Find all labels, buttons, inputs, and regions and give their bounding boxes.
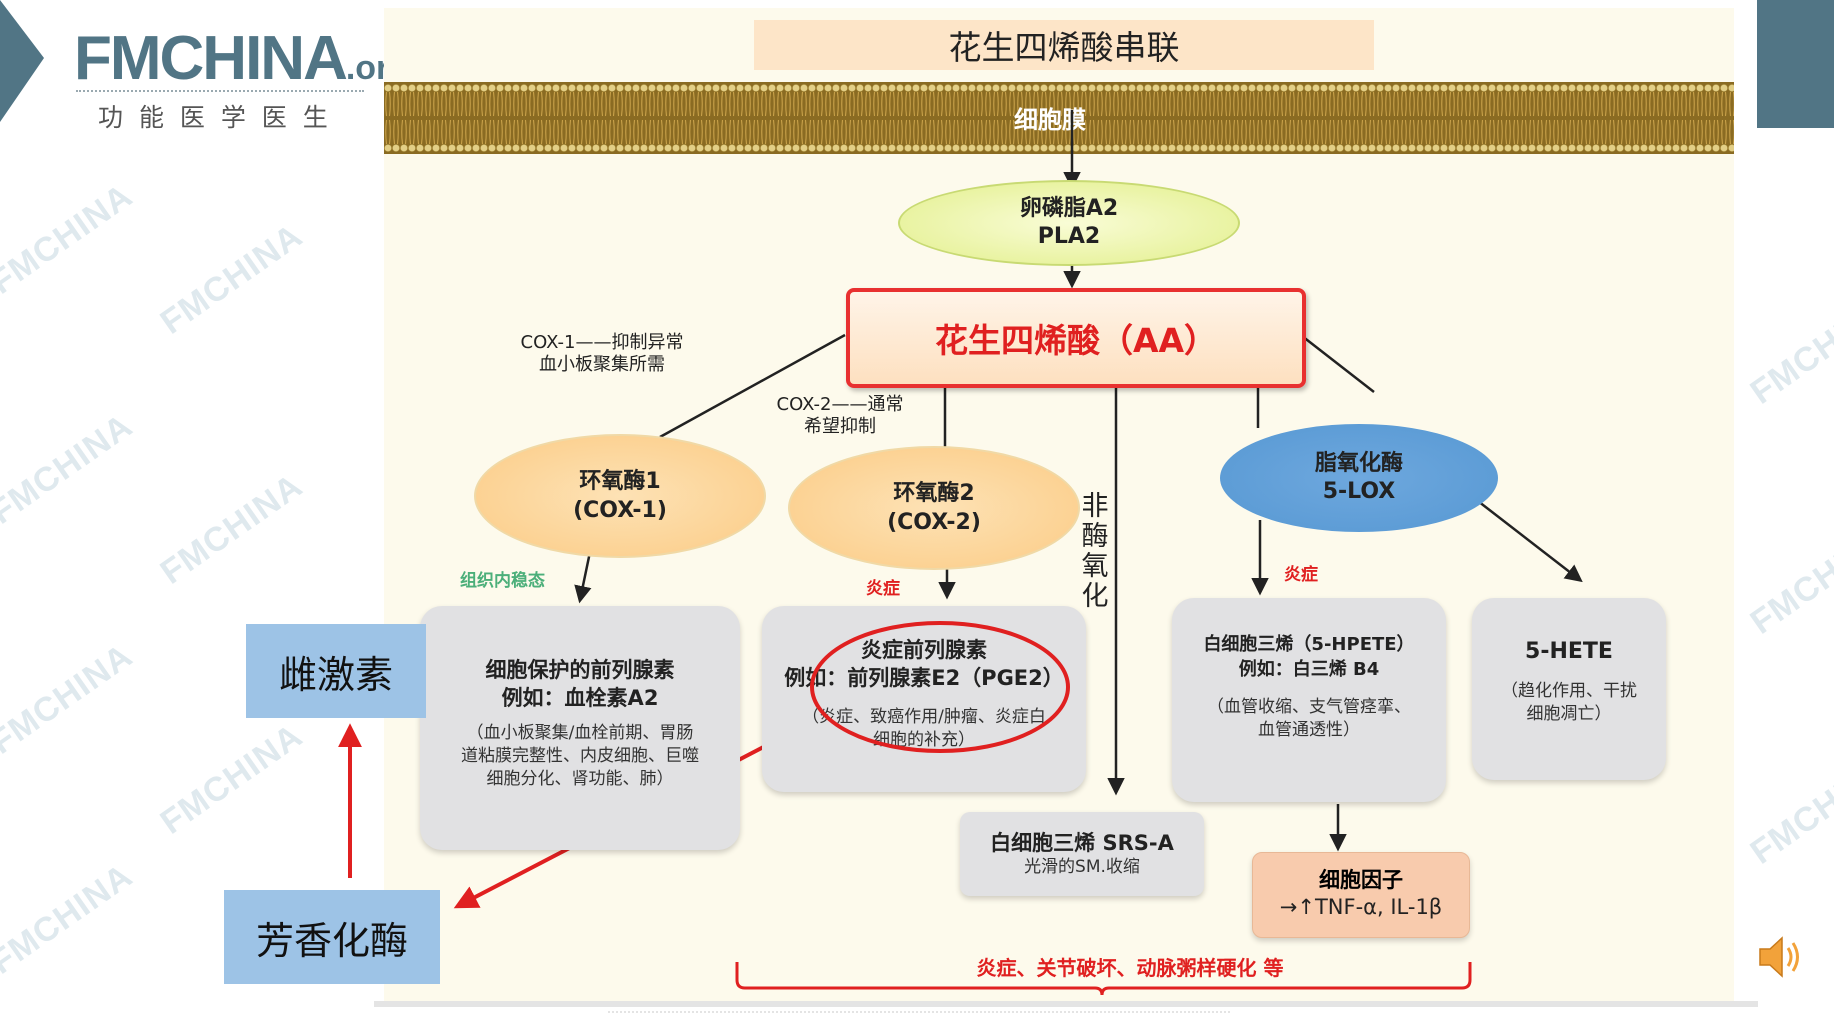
cox2-note-line1: COX-2——通常 [776,394,904,415]
leukotriene-title: 白细胞三烯（5-HPETE） [1203,634,1415,655]
pla2-node: 卵磷脂A2 PLA2 [898,180,1240,266]
cox2-note: COX-2——通常 希望抑制 [755,394,925,438]
inflammation-tag-lox: 炎症 [1284,565,1318,585]
inflammatory-example: 例如：前列腺素E2（PGE2） [784,666,1064,690]
diagram-title: 花生四烯酸串联 [754,20,1374,70]
bottom-caption: 炎症、关节破坏、动脉粥样硬化 等 [976,956,1284,980]
cox1-node: 环氧酶1 (COX-1) [474,434,766,558]
corner-tab-decoration [1757,0,1834,128]
lox-code: 5-LOX [1322,479,1396,504]
protective-detail-1: （血小板聚集/血栓前期、胃肠 [466,723,694,743]
cox2-note-line2: 希望抑制 [804,416,876,437]
inflammation-tag-cox2: 炎症 [866,579,900,599]
inflammatory-detail-2: 细胞的补充） [873,730,975,750]
logo-suffix: .or [345,49,390,87]
logo: FMCHINA.or 功 能 医 学 医 生 [74,26,394,136]
srsa-detail: 光滑的SM.收缩 [1024,857,1140,877]
srsa-box: 白细胞三烯 SRS-A 光滑的SM.收缩 [960,812,1204,896]
hete-title: 5-HETE [1525,639,1613,664]
leukotriene-example: 例如：白三烯 B4 [1238,659,1380,680]
srsa-title: 白细胞三烯 SRS-A [990,831,1174,855]
protective-example: 例如：血栓素A2 [501,686,659,710]
lox-label: 脂氧化酶 [1314,451,1403,476]
speaker-icon[interactable] [1756,934,1804,980]
non-enzymatic-label: 非酶氧化 [1081,491,1109,612]
cox1-note: COX-1——抑制异常 血小板聚集所需 [492,332,712,376]
cox2-label: 环氧酶2 [893,481,975,506]
logo-brand: FMCHINA.or [74,24,390,93]
cytokine-detail: →↑TNF-α, IL-1β [1279,895,1443,919]
pla2-code: PLA2 [1037,224,1101,249]
protective-detail-2: 道粘膜完整性、内皮细胞、巨噬 [461,746,699,766]
lox-node: 脂氧化酶 5-LOX [1220,424,1498,532]
hete-detail-2: 细胞凋亡） [1526,704,1612,724]
leukotriene-b4-box: 白细胞三烯（5-HPETE） 例如：白三烯 B4 （血管收缩、支气管痉挛、 血管… [1172,598,1446,802]
aromatase-label: 芳香化酶 [224,890,440,984]
logo-underline [76,90,364,92]
aa-node: 花生四烯酸（AA） [846,288,1306,388]
cytokine-box: 细胞因子 →↑TNF-α, IL-1β [1252,852,1470,938]
cox1-label: 环氧酶1 [579,469,661,494]
estrogen-label: 雌激素 [246,624,426,718]
pge2-highlight-circle [810,621,1070,753]
protective-title: 细胞保护的前列腺素 [485,658,675,682]
membrane-label: 细胞膜 [1014,106,1086,134]
homeostasis-tag: 组织内稳态 [460,571,545,591]
pla2-label: 卵磷脂A2 [1019,196,1119,221]
cox2-code: (COX-2) [887,510,981,535]
leukotriene-detail-1: （血管收缩、支气管痉挛、 [1207,697,1411,717]
cox1-note-line2: 血小板聚集所需 [539,354,665,375]
protective-prostaglandin-box: 细胞保护的前列腺素 例如：血栓素A2 （血小板聚集/血栓前期、胃肠 道粘膜完整性… [420,606,740,850]
leukotriene-detail-2: 血管通透性） [1258,720,1360,740]
protective-detail-3: 细胞分化、肾功能、肺） [486,769,674,789]
cytokine-title: 细胞因子 [1319,868,1403,892]
cox1-note-line1: COX-1——抑制异常 [520,332,684,353]
inflammatory-detail-1: （炎症、致癌作用/肿瘤、炎症白 [802,707,1046,727]
corner-triangle-decoration [0,0,44,122]
hete-box: 5-HETE （趋化作用、干扰 细胞凋亡） [1472,598,1666,780]
cox1-code: (COX-1) [573,498,667,523]
cox2-node: 环氧酶2 (COX-2) [788,446,1080,570]
hete-detail-1: （趋化作用、干扰 [1501,681,1637,701]
logo-subtitle: 功 能 医 学 医 生 [98,103,332,132]
inflammatory-title: 炎症前列腺素 [861,638,987,662]
cell-membrane [384,82,1734,154]
